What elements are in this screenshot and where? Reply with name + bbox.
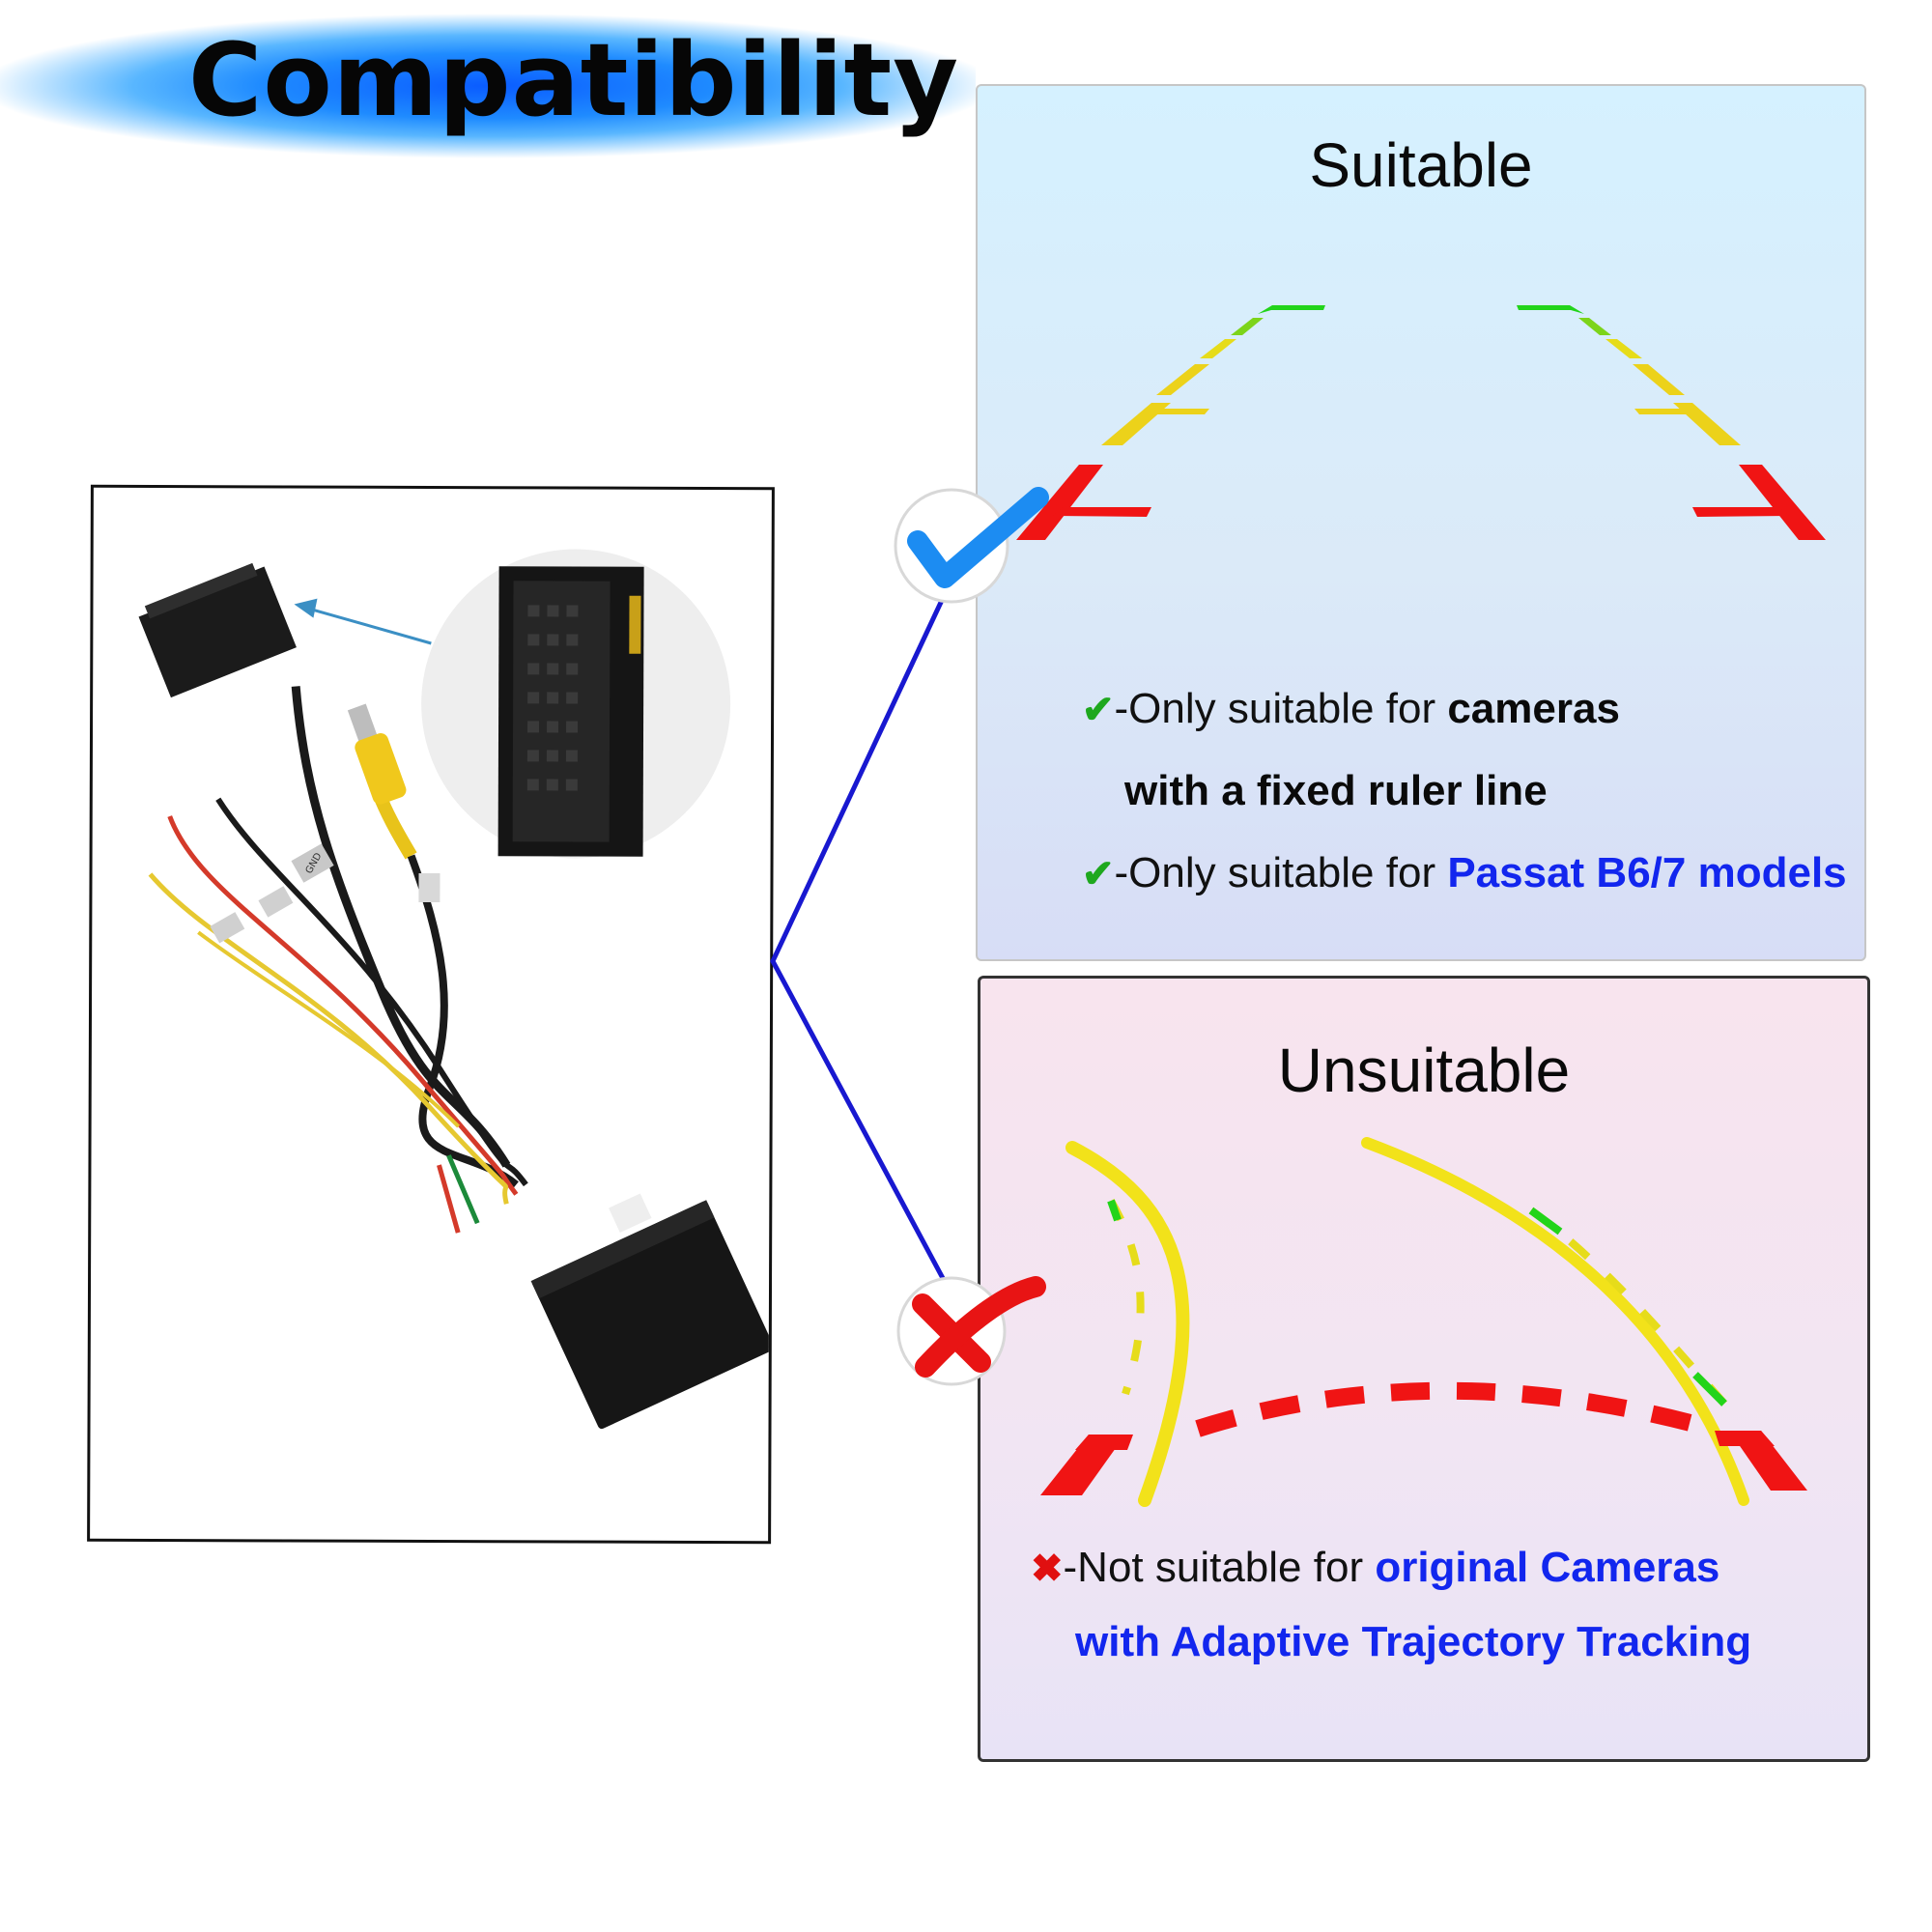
unsuitable-line-2: with Adaptive Trajectory Tracking — [1075, 1618, 1752, 1665]
check-icon: ✔ — [1082, 689, 1115, 731]
unsuitable-title: Unsuitable — [1277, 1036, 1571, 1105]
suitable-line-2: with a fixed ruler line — [1124, 767, 1548, 814]
adaptive-guide-lines — [1040, 1137, 1807, 1507]
unsuitable-panel: Unsuitable ✖-Not suitable for original C… — [978, 976, 1870, 1762]
unsuitable-line-1: ✖-Not suitable for original Cameras — [1031, 1544, 1720, 1591]
product-photo: GND — [138, 549, 772, 1430]
check-icon: ✔ — [1082, 853, 1115, 895]
cross-icon: ✖ — [1031, 1548, 1064, 1590]
suitable-line-1: ✔-Only suitable for cameras — [1082, 685, 1620, 732]
suitable-title: Suitable — [1309, 130, 1533, 200]
product-photo-frame: GND — [87, 484, 775, 1545]
fixed-guide-lines — [1016, 305, 1826, 540]
page-title: Compatibility — [188, 21, 960, 139]
suitable-line-3: ✔-Only suitable for Passat B6/7 models — [1082, 849, 1847, 896]
title-banner — [0, 14, 976, 158]
suitable-panel: Suitable ✔-Only suitable for cameras wit… — [976, 84, 1866, 961]
